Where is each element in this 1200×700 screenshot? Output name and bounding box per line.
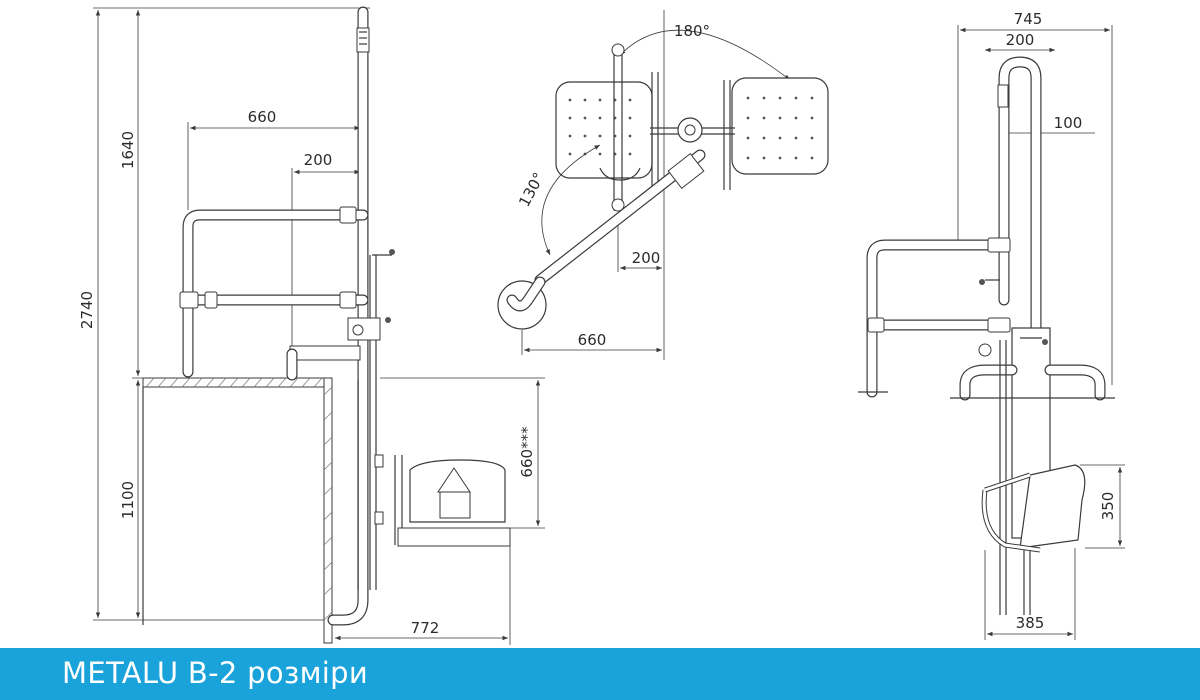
dim-rotation-angle: 180°: [674, 22, 710, 40]
technical-drawing: 2740 1640 1100 660 200: [78, 6, 1125, 645]
footer-title: METALU B-2 розміри: [62, 656, 368, 690]
dim-seat-width: 385: [1016, 614, 1045, 632]
dim-seat-height: 660***: [518, 426, 536, 478]
front-view: 745 200 100: [858, 10, 1125, 640]
side-view: 2740 1640 1100 660 200: [78, 6, 545, 645]
dim-top-offset: 200: [632, 249, 661, 267]
dim-total-height: 2740: [78, 291, 96, 329]
dim-tube-offset: 100: [1054, 114, 1083, 132]
top-view: 180°: [497, 10, 829, 360]
dim-lower-height: 1100: [119, 481, 137, 519]
dim-arm-reach: 660: [578, 331, 607, 349]
dim-total-width: 745: [1014, 10, 1043, 28]
dim-front-seat-height: 350: [1099, 492, 1117, 521]
dim-loop-width: 200: [1006, 31, 1035, 49]
dim-handrail-width: 660: [248, 108, 277, 126]
dim-upper-height: 1640: [119, 131, 137, 169]
floor-hatch: [145, 377, 323, 388]
footer-banner: METALU B-2 розміри: [0, 648, 1200, 700]
dim-post-offset: 200: [304, 151, 333, 169]
dim-base-width: 772: [411, 619, 440, 637]
dim-arm-angle: 130°: [515, 169, 548, 209]
